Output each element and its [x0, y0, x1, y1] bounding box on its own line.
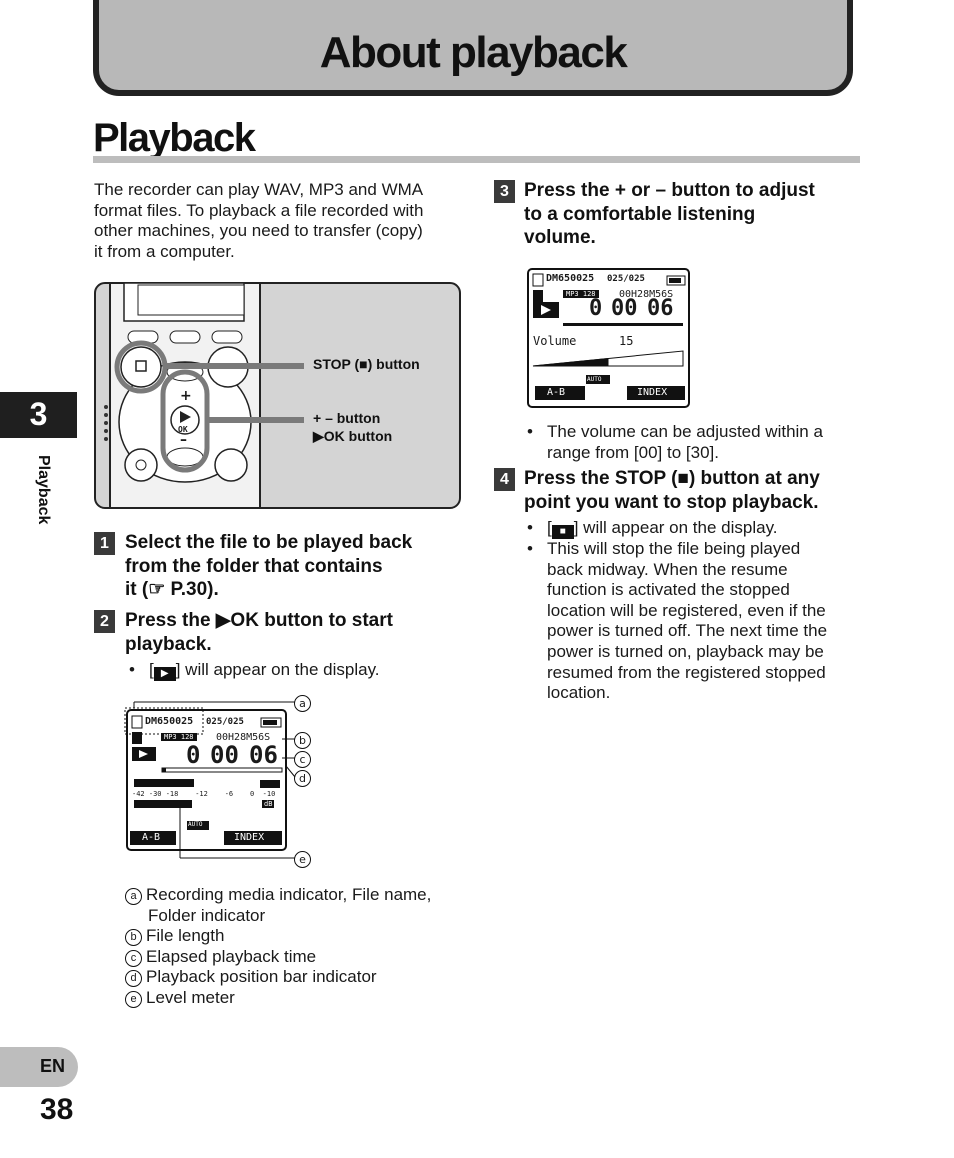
lcd-file-name: DM650025	[546, 273, 595, 284]
section-title: Playback	[93, 116, 256, 160]
step-3-text: Press the + or – button to adjust to a c…	[524, 180, 815, 248]
lcd-length: 00H28M56S	[619, 289, 674, 300]
lcd-volume-screen	[527, 268, 690, 408]
lcd-time-hours: 0	[589, 296, 603, 321]
step-4-text: Press the STOP (■) button at any point y…	[524, 468, 820, 513]
chapter-number: 3	[29, 396, 48, 432]
intro-line: The recorder can play WAV, MP3 and WMA	[94, 180, 424, 199]
language-label: EN	[40, 1056, 66, 1076]
lcd-volume-figure: DM650025 025/025 MP3 128 00H28M56S 0 00 …	[527, 268, 691, 408]
lcd-index-label: INDEX	[637, 387, 668, 398]
step-2-text: Press the ▶OK button to start playback.	[125, 610, 393, 655]
intro-paragraph: The recorder can play WAV, MP3 and WMA f…	[94, 180, 464, 262]
step-number: 2	[94, 610, 115, 633]
volume-value: 15	[619, 334, 634, 348]
section-divider	[93, 156, 860, 163]
callout-c: c	[294, 751, 311, 768]
lcd-level-scale: -42 -30 -18 -12 -6 0 -10	[132, 790, 276, 798]
step-number: 4	[494, 468, 515, 491]
intro-line: other machines, you need to transfer (co…	[94, 221, 423, 241]
header-banner	[93, 0, 853, 96]
lcd-folder-count: 025/025	[206, 717, 244, 727]
callout-a: a	[294, 695, 311, 712]
callout-d: d	[294, 770, 311, 787]
lcd-db-label: dB	[262, 800, 275, 808]
callout-b: b	[294, 732, 311, 749]
chapter-label: Playback	[35, 455, 52, 525]
lcd-main-figure: DM650025 025/025 MP3 128 00H28M56S 0 00 …	[124, 694, 324, 868]
lcd-main-screen	[124, 701, 296, 859]
play-icon: ▶	[153, 667, 176, 681]
minus-glyph: –	[180, 432, 187, 448]
plus-glyph: +	[180, 388, 192, 404]
ok-button-label: OK	[178, 425, 188, 434]
lcd-ab-label: A-B	[547, 387, 566, 398]
plus-minus-button-callout: + – button	[313, 410, 381, 426]
lcd-ab-label: A-B	[142, 832, 161, 843]
lcd-time-minutes: 00	[611, 296, 638, 321]
stop-button-callout: STOP (■) button	[313, 356, 420, 372]
lcd-time-hours: 0	[186, 741, 201, 769]
lcd-auto-label: AUTO	[188, 821, 203, 828]
step-4-bullet: •[■] will appear on the display.	[527, 518, 778, 539]
lcd-folder-count: 025/025	[607, 274, 645, 284]
page-number: 38	[40, 1093, 74, 1126]
recorder-illustration	[94, 282, 461, 509]
step-number: 1	[94, 532, 115, 555]
language-tab	[0, 1047, 78, 1087]
volume-label: Volume	[533, 334, 577, 348]
intro-line: format files. To playback a file recorde…	[94, 200, 424, 220]
page-title: About playback	[319, 28, 628, 77]
lcd-time-seconds: 06	[249, 741, 278, 769]
lcd-index-label: INDEX	[234, 832, 265, 843]
stop-icon: ■	[551, 525, 574, 539]
lcd-time-seconds: 06	[647, 296, 674, 321]
lcd-format: MP3 128	[563, 290, 599, 298]
lcd-time-minutes: 00	[210, 741, 239, 769]
step-3-bullet: • The volume can be adjusted within a ra…	[527, 422, 823, 462]
lcd-auto-label: AUTO	[587, 376, 602, 383]
lcd-file-name: DM650025	[145, 716, 194, 727]
lcd-format: MP3 128	[161, 733, 197, 741]
callout-e: e	[294, 851, 311, 868]
lcd-length: 00H28M56S	[216, 732, 271, 743]
ok-button-callout: ▶OK button	[313, 428, 393, 444]
step-4-bullet: • This will stop the file being played b…	[527, 539, 828, 703]
chapter-tab	[0, 392, 77, 438]
step-number: 3	[494, 180, 515, 203]
step-1-text: Select the file to be played back from t…	[125, 532, 413, 600]
device-figure: OK + – STOP (■) button + – button ▶OK bu…	[94, 282, 461, 509]
step-2-bullet: •[▶] will appear on the display.	[129, 660, 380, 681]
intro-line: it from a computer.	[94, 241, 235, 261]
